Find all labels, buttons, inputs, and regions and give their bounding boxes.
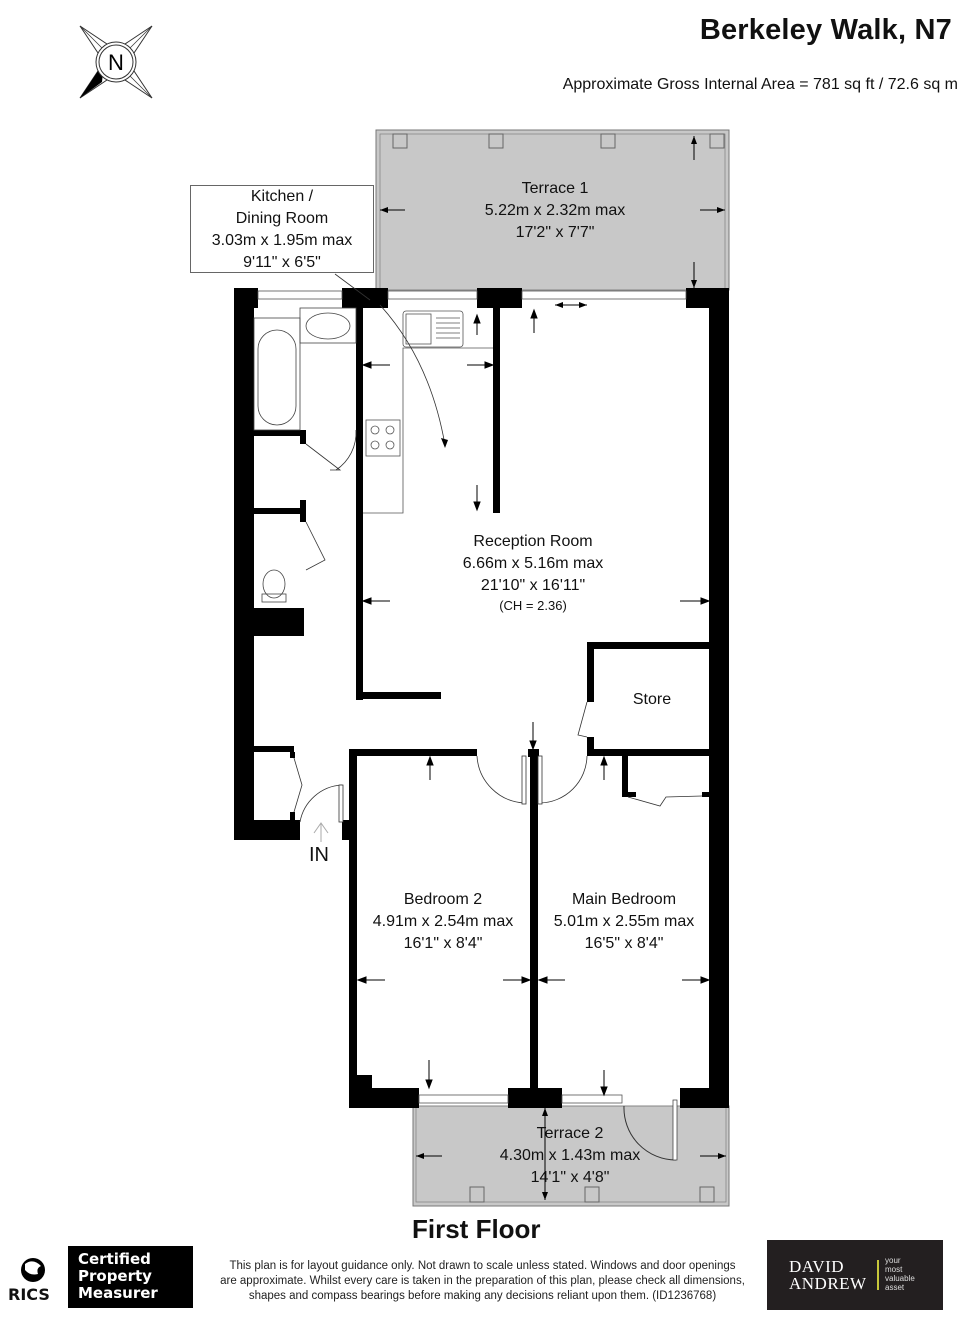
room-imperial: 14'1" x 4'8" [530, 1169, 610, 1186]
room-metric: 4.30m x 1.43m max [499, 1147, 641, 1164]
room-imperial: 16'1" x 8'4" [403, 935, 483, 952]
room-imperial: 9'11" x 6'5" [243, 254, 321, 271]
room-imperial: 16'5" x 8'4" [584, 935, 664, 952]
bathroom-fixtures [253, 307, 357, 603]
doors [293, 429, 703, 823]
bedroom-2-label: Bedroom 2 4.91m x 2.54m max 16'1" x 8'4" [357, 889, 529, 955]
rics-logo-text: RICS [8, 1285, 50, 1304]
terrace-2-area [412, 1099, 730, 1207]
disclaimer: This plan is for layout guidance only. N… [220, 1260, 745, 1302]
store-label: Store [612, 689, 692, 711]
room-name: Dining Room [235, 210, 329, 227]
terrace-1-area [375, 129, 730, 291]
gross-internal-area: Approximate Gross Internal Area = 781 sq… [562, 76, 958, 93]
property-title: Berkeley Walk, N7 [699, 14, 952, 46]
dimension-arrows [356, 308, 711, 1097]
rics-lion-icon [21, 1258, 45, 1282]
badge-line: Measurer [78, 1284, 158, 1302]
agent-tagline: your most valuable asset [885, 1256, 915, 1292]
room-imperial: 21'10" x 16'11" [480, 577, 586, 594]
kitchen-fixtures [363, 310, 493, 514]
room-name: Terrace 2 [536, 1125, 604, 1142]
room-metric: 4.91m x 2.54m max [372, 913, 514, 930]
main-bedroom-label: Main Bedroom 5.01m x 2.55m max 16'5" x 8… [538, 889, 710, 955]
reception-room-label: Reception Room 6.66m x 5.16m max 21'10" … [433, 531, 633, 615]
windows [257, 290, 687, 1104]
room-name: Store [632, 691, 672, 708]
badge-line: Property [78, 1267, 152, 1285]
room-name: Kitchen / [250, 188, 314, 205]
svg-text:N: N [108, 50, 124, 75]
terrace-1-label: Terrace 1 5.22m x 2.32m max 17'2" x 7'7" [450, 178, 660, 244]
agent-logo: DAVID ANDREW your most valuable asset [767, 1240, 943, 1310]
room-metric: 5.22m x 2.32m max [484, 202, 626, 219]
badge-line: Certified [78, 1250, 151, 1268]
ceiling-height: (CH = 2.36) [499, 598, 567, 613]
room-name: Bedroom 2 [403, 891, 483, 908]
entrance-arrow [313, 822, 329, 842]
room-name: Reception Room [473, 533, 593, 550]
room-imperial: 17'2" x 7'7" [515, 224, 595, 241]
floor-name: First Floor [412, 1214, 541, 1244]
compass-icon: N [79, 25, 153, 99]
walls [234, 288, 729, 1108]
certified-property-measurer-badge: Certified Property Measurer [68, 1246, 193, 1308]
kitchen-label: Kitchen / Dining Room 3.03m x 1.95m max … [190, 185, 374, 273]
room-metric: 5.01m x 2.55m max [553, 913, 695, 930]
entrance-label: IN [309, 844, 329, 866]
agent-accent-bar [877, 1260, 879, 1290]
room-metric: 6.66m x 5.16m max [462, 555, 604, 572]
terrace-2-label: Terrace 2 4.30m x 1.43m max 14'1" x 4'8" [470, 1123, 670, 1189]
room-metric: 3.03m x 1.95m max [211, 232, 353, 249]
room-name: Main Bedroom [571, 891, 677, 908]
agent-name: DAVID ANDREW [789, 1257, 867, 1293]
room-name: Terrace 1 [521, 180, 589, 197]
